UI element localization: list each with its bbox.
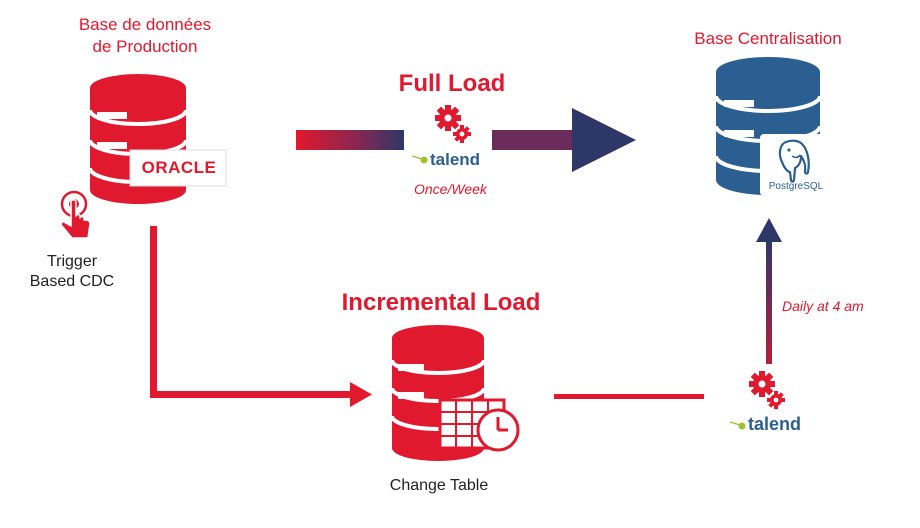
trigger-label-line1: Trigger (46, 253, 98, 270)
oracle-logo: ORACLE (141, 158, 217, 177)
postgresql-logo: PostgreSQL (768, 181, 824, 192)
trigger-label-line2: Based CDC (29, 273, 115, 290)
incremental-line (554, 394, 704, 399)
full-load-arrow (296, 108, 636, 172)
full-load-talend-label: talend (430, 150, 481, 169)
trigger-label: Trigger Based CDC (14, 252, 130, 292)
source-title-line2: de Production (92, 37, 198, 56)
full-load-gears-icon (435, 105, 471, 143)
full-load-schedule: Once/Week (414, 181, 487, 197)
cdc-to-change-table-arrow (150, 226, 372, 407)
incremental-gears-icon (749, 371, 785, 409)
daily-load-arrow (756, 218, 782, 364)
incremental-talend-label: talend (748, 414, 802, 434)
source-title-line1: Base de données (78, 15, 212, 34)
talend-logo-icon-2 (729, 421, 746, 430)
change-table-label: Change Table (389, 477, 489, 494)
pointer-click-icon (60, 190, 91, 239)
target-database-icon (714, 57, 832, 196)
full-load-title: Full Load (398, 70, 506, 97)
talend-logo-icon (411, 155, 428, 164)
source-database-icon (88, 74, 227, 204)
incremental-load-title: Incremental Load (341, 289, 541, 316)
source-title: Base de données de Production (60, 14, 230, 58)
postgresql-elephant-icon (778, 139, 810, 183)
table-clock-icon (438, 398, 520, 452)
incremental-schedule: Daily at 4 am (782, 298, 864, 314)
target-title: Base Centralisation (694, 29, 842, 48)
